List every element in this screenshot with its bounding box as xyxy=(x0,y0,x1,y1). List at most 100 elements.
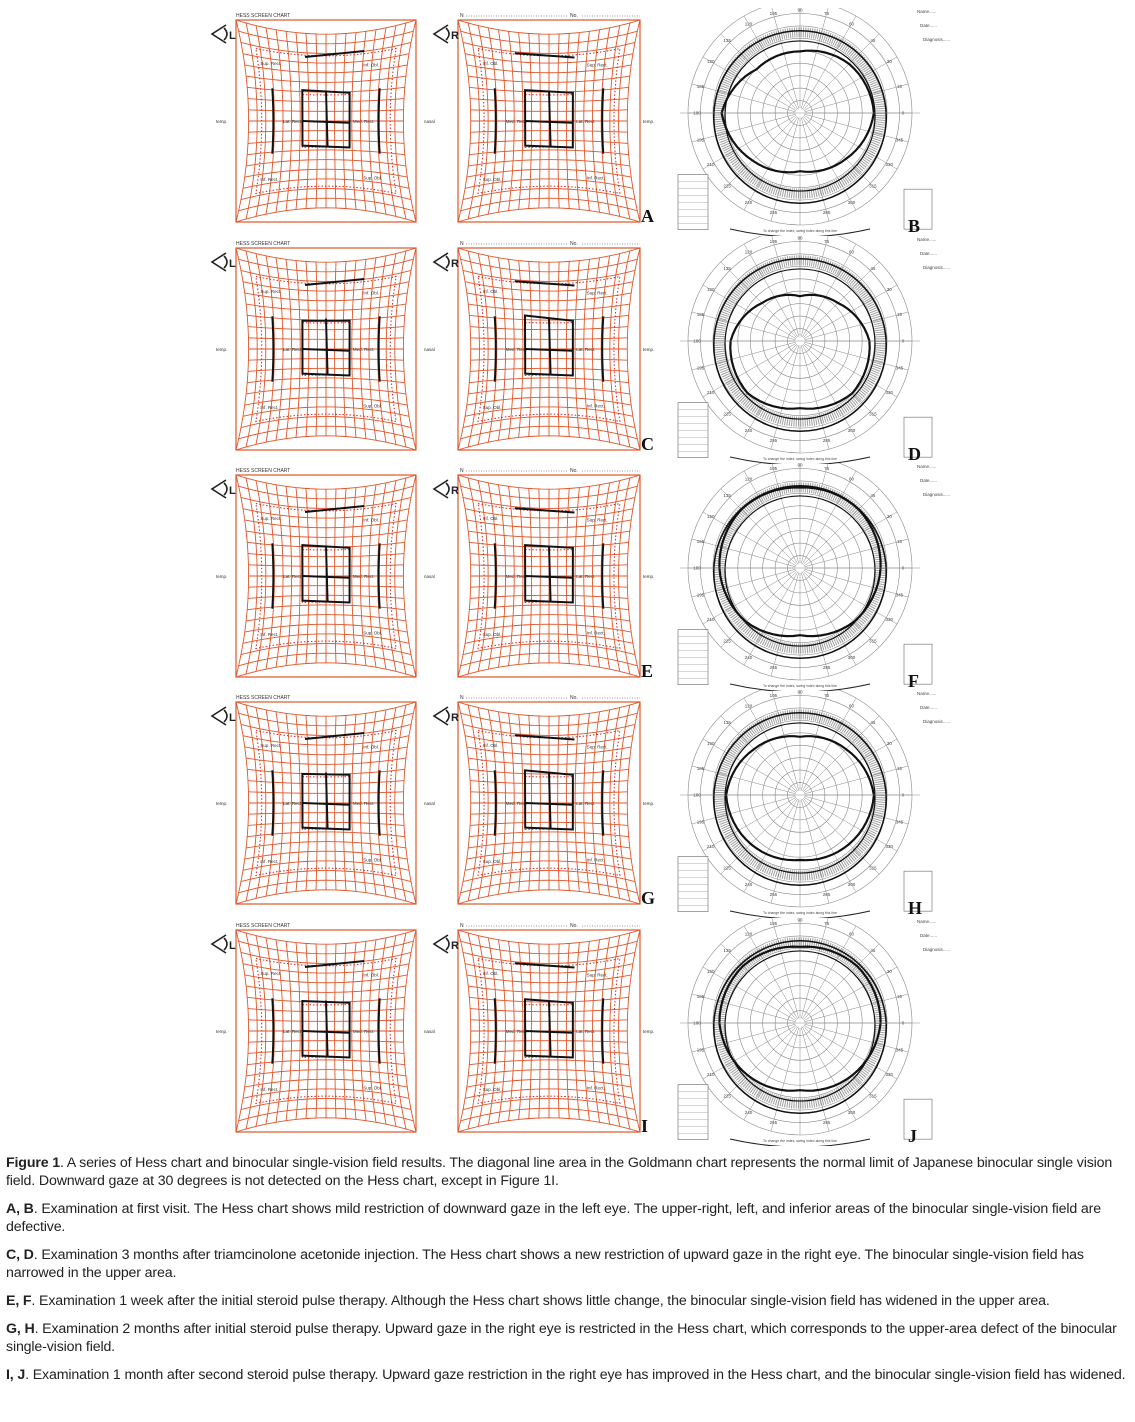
meridian-line xyxy=(803,797,898,852)
muscle-label: Inf. Rect. xyxy=(260,859,278,864)
hess-chart-left: Sup. Rect.Inf. Obl.Lat. Rect.Med. Rect.I… xyxy=(235,19,417,223)
muscle-label: Inf. Rect. xyxy=(587,631,605,636)
meridian-line xyxy=(804,311,909,341)
hess-grid-line xyxy=(394,250,407,448)
hess-grid-line xyxy=(460,879,638,894)
meridian-line xyxy=(702,797,797,852)
patient-upper-line xyxy=(514,280,575,287)
left-eye-label: L xyxy=(229,258,236,270)
figure-caption: Figure 1. A series of Hess chart and bin… xyxy=(6,1154,1130,1394)
hess-grid-line xyxy=(242,860,410,871)
hess-grid-line xyxy=(402,701,417,905)
goldmann-field-label: Diagnosis...... xyxy=(923,947,950,952)
patient-cross-v xyxy=(548,772,552,830)
meridian-line xyxy=(800,117,830,222)
hess-grid-line xyxy=(618,477,631,675)
meridian-line xyxy=(743,798,798,893)
goldmann-note: To change the index, swing index along t… xyxy=(763,684,837,688)
meridian-line xyxy=(720,115,798,193)
goldmann-field-label: Name...... xyxy=(917,691,937,696)
meridian-label: 30 xyxy=(887,969,893,974)
meridian-label: 240 xyxy=(745,882,753,887)
temp-label: temp. xyxy=(643,574,654,579)
muscle-label: Sup. Rect. xyxy=(260,289,281,294)
middle-isopter xyxy=(724,722,876,874)
patient-cross-h xyxy=(525,802,573,806)
meridian-line xyxy=(691,765,796,795)
meridian-line xyxy=(770,117,800,222)
meridian-line xyxy=(800,236,829,337)
patient-cross-h xyxy=(302,348,350,352)
muscle-label: Inf. Rect. xyxy=(587,404,605,409)
meridian-line xyxy=(702,738,797,793)
hess-grid-line xyxy=(385,707,397,899)
patient-upper-line xyxy=(304,278,365,286)
middle-isopter xyxy=(724,40,876,192)
meridian-line xyxy=(743,344,798,439)
meridian-label: 90 xyxy=(797,8,803,13)
patient-inner-square xyxy=(301,319,351,377)
hess-grid-line xyxy=(609,707,621,899)
meridian-label: 330 xyxy=(885,844,893,849)
nasal-label: nasal xyxy=(424,347,435,352)
meridian-label: 345 xyxy=(896,1047,904,1052)
muscle-label: Sup. Obl. xyxy=(363,858,382,863)
hess-grid-line xyxy=(235,889,417,905)
hess-reference-frame xyxy=(255,957,397,1105)
figure-row-ab: Sup. Rect.Inf. Obl.Lat. Rect.Med. Rect.I… xyxy=(0,8,1135,236)
goldmann-field-label: Name...... xyxy=(917,9,937,14)
hess-grid-line xyxy=(618,22,631,220)
muscle-label: Inf. Obl. xyxy=(483,289,499,294)
hess-chart-right: Inf. Obl.Sup. Rect.Med. Rect.Lat. Rect.S… xyxy=(457,701,641,905)
hess-title: HESS SCREEN CHART xyxy=(236,13,290,19)
hess-grid-line xyxy=(626,929,641,1133)
meridian-line xyxy=(720,261,798,339)
patient-side-line xyxy=(493,770,497,836)
outer-isopter xyxy=(712,257,888,433)
left-legend-table xyxy=(677,1084,709,1140)
meridian-label: 225 xyxy=(723,865,731,870)
meridian-label: 45 xyxy=(870,493,876,498)
binocular-field-plot xyxy=(729,293,871,410)
meridian-line xyxy=(802,115,880,193)
hess-grid-line xyxy=(464,633,634,644)
meridian-label: 45 xyxy=(870,948,876,953)
hess-grid-line xyxy=(240,416,412,428)
meridian-line xyxy=(770,345,800,450)
hess-grid-line xyxy=(402,474,417,678)
hess-grid-line xyxy=(462,643,636,655)
hess-grid-line xyxy=(394,477,407,675)
muscle-label: Lat. Rect. xyxy=(576,1029,595,1034)
meridian-line xyxy=(743,697,798,792)
meridian-label: 105 xyxy=(770,466,778,471)
meridian-label: 195 xyxy=(697,1047,705,1052)
meridian-line xyxy=(691,993,796,1023)
meridian-label: 210 xyxy=(707,390,715,395)
muscle-label: Inf. Obl. xyxy=(363,517,379,522)
figure-row-gh: Sup. Rect.Inf. Obl.Lat. Rect.Med. Rect.I… xyxy=(0,690,1135,918)
patient-upper-line xyxy=(514,507,575,514)
muscle-label: Sup. Rect. xyxy=(260,61,281,66)
patient-cross-h xyxy=(302,575,350,579)
hess-title: HESS SCREEN CHART xyxy=(236,695,290,701)
middle-isopter xyxy=(724,268,876,420)
hess-grid-line xyxy=(609,935,621,1127)
patient-side-line xyxy=(271,770,275,836)
muscle-label: Inf. Rect. xyxy=(260,632,278,637)
meridian-label: 60 xyxy=(849,931,855,936)
hess-grid-line xyxy=(464,178,634,189)
meridian-line xyxy=(743,470,798,565)
patient-cross-h xyxy=(525,575,573,579)
hess-reference-frame xyxy=(255,502,397,650)
meridian-line xyxy=(804,1023,909,1053)
goldmann-note: To change the index, swing index along t… xyxy=(763,911,837,915)
meridian-line xyxy=(691,538,796,568)
number-label: No. xyxy=(570,923,578,929)
patient-upper-line xyxy=(514,52,575,59)
meridian-label: 90 xyxy=(797,463,803,468)
hess-grid-line xyxy=(238,879,414,894)
meridian-line xyxy=(802,344,857,439)
meridian-line xyxy=(804,538,909,568)
outer-isopter xyxy=(712,29,888,205)
meridian-label: 75 xyxy=(824,693,830,698)
